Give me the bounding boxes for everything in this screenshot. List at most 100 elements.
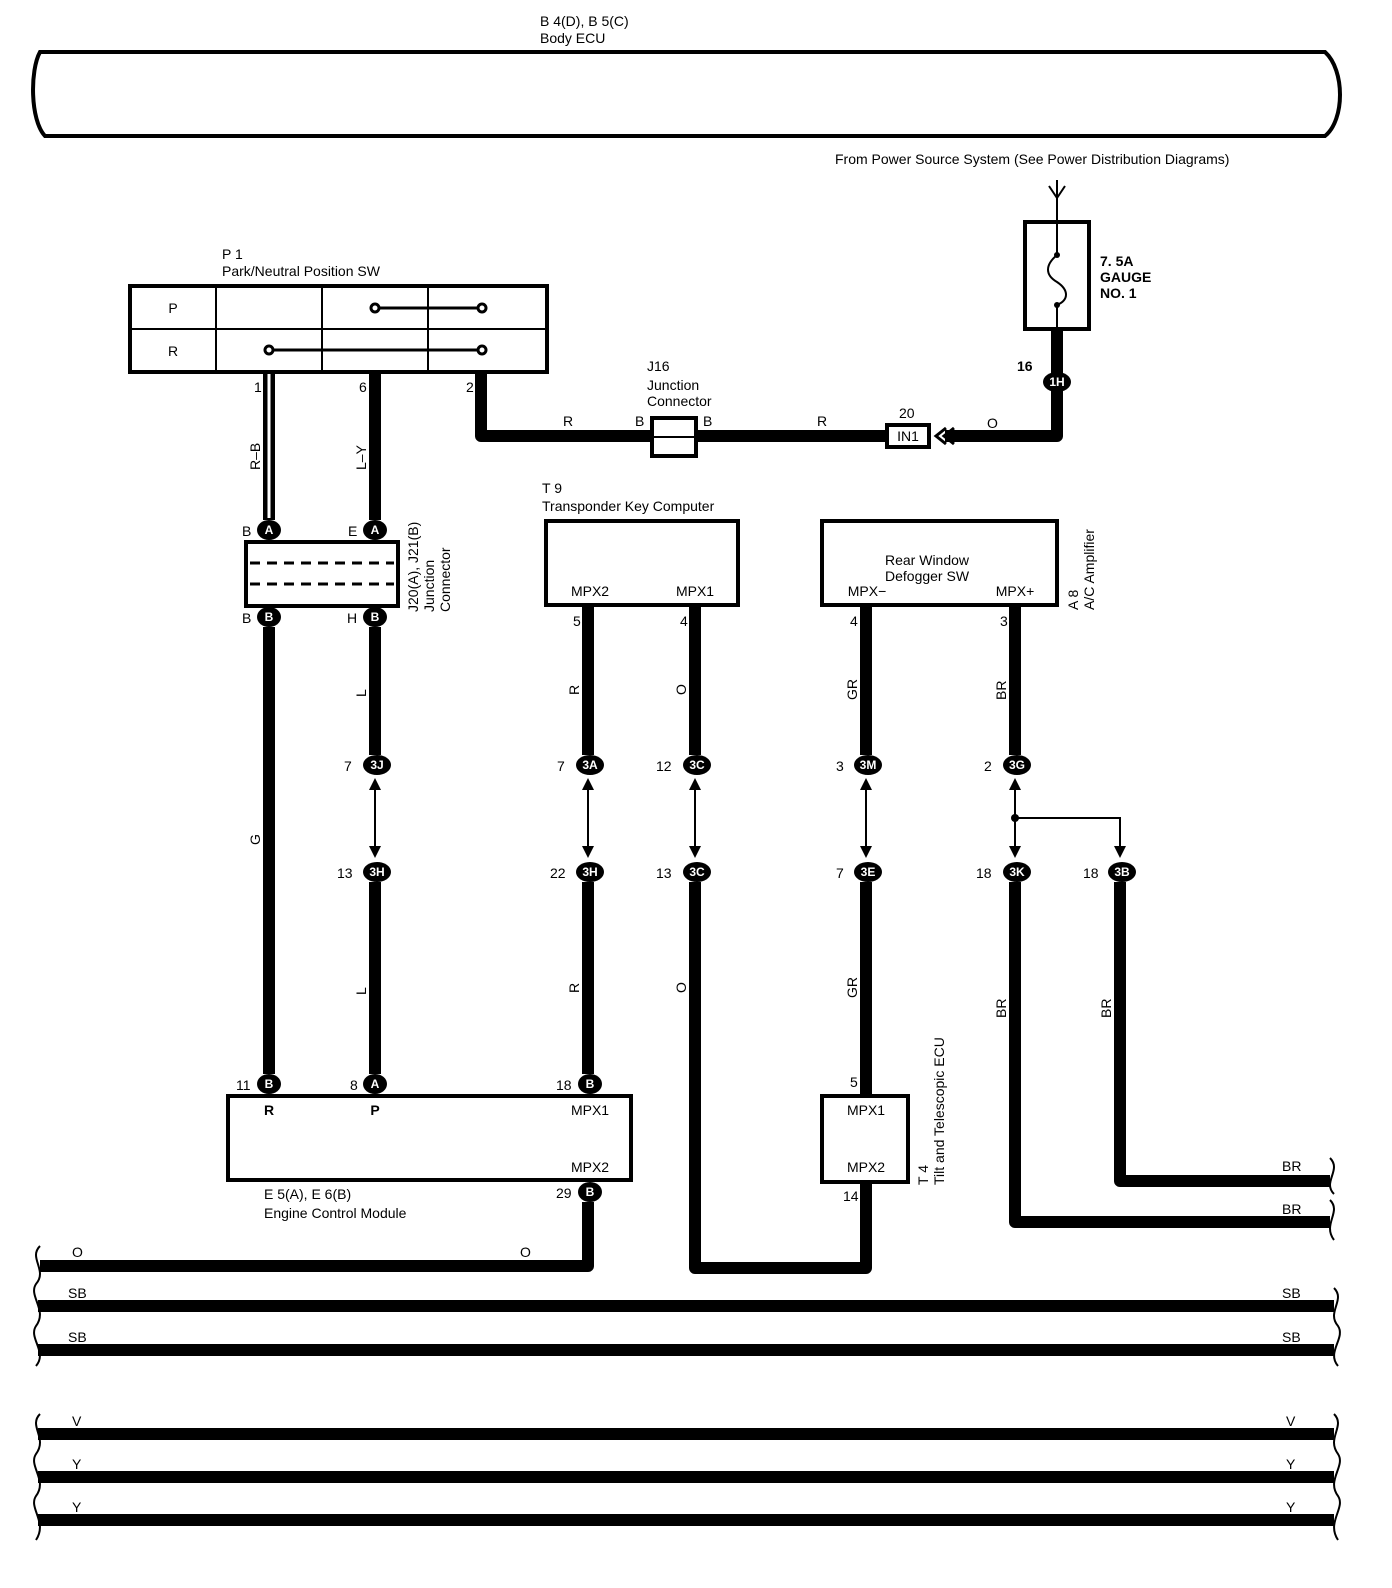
c3e-connector (854, 862, 882, 882)
j20-b-right-pin: H (347, 610, 357, 626)
body-ecu-name: Body ECU (540, 30, 605, 46)
power-source-label: From Power Source System (See Power Dist… (835, 151, 1229, 167)
ecm-box (226, 1094, 633, 1182)
wire-o-ecm-bus (40, 1202, 594, 1272)
c3c-bot-pin: 13 (656, 865, 672, 881)
c3h-r-pin: 22 (550, 865, 566, 881)
ecm-mpx2-connector (578, 1182, 602, 1202)
wire-color-l-lower: L (353, 987, 369, 995)
fuse-name-1: GAUGE (1100, 269, 1151, 285)
j20-connector-box (244, 540, 400, 608)
wire-br-3k (1009, 882, 1330, 1228)
c3k-code: 3K (1009, 865, 1025, 879)
fuse-terminal-top (1054, 252, 1060, 258)
j20-b-left-connector (257, 607, 281, 627)
wire-color-gr-a8: GR (844, 679, 860, 700)
body-ecu-code: B 4(D), B 5(C) (540, 13, 629, 29)
p1-contact-p-b (476, 302, 488, 314)
wire-color-o-lower: O (673, 982, 689, 993)
ecm-mpx1: MPX1 (571, 1102, 609, 1118)
t9-name: Transponder Key Computer (542, 498, 715, 514)
fuse-rating: 7. 5A (1100, 253, 1133, 269)
break-right-lower-icon (1333, 1413, 1341, 1541)
wire-color-r-ecm: R (566, 983, 582, 993)
t4-pin-5: 5 (850, 1074, 858, 1090)
t9-code: T 9 (542, 480, 562, 496)
c3m-pin: 3 (836, 758, 844, 774)
ecm-pin-11: 11 (236, 1077, 251, 1093)
wire-color-br-out-1: BR (1282, 1158, 1301, 1174)
c3b-code: 3B (1114, 865, 1130, 879)
c3h-l-connector (363, 862, 391, 882)
fuse-conn-pin: 16 (1017, 358, 1033, 374)
fuse-name-2: NO. 1 (1100, 285, 1137, 301)
p1-name: Park/Neutral Position SW (222, 263, 381, 279)
j20-a-right-code: A (371, 523, 380, 537)
wire-color-br-a8: BR (993, 681, 1009, 700)
break-right-upper-icon (1333, 1287, 1341, 1367)
c3c-bot-connector (683, 862, 711, 882)
c3a-code: 3A (582, 758, 598, 772)
j20-a-left-code: A (265, 523, 274, 537)
j20-b-left-code: B (265, 610, 274, 624)
ecm-mpx2-code: B (586, 1185, 595, 1199)
c3h-r-code: 3H (582, 865, 597, 879)
j20-b-right-code: B (371, 610, 380, 624)
c3k-connector (1003, 862, 1031, 882)
wire-fuse-to-in1 (945, 329, 1063, 442)
in1-chevron-icon (933, 426, 955, 446)
break-br-2-icon (1329, 1199, 1335, 1241)
a8-mpx-minus: MPX− (848, 583, 887, 599)
a8-pin-4: 4 (850, 613, 858, 629)
p1-row-p: P (168, 300, 177, 316)
ecm-p: P (370, 1102, 379, 1118)
c3a-connector (576, 755, 604, 775)
bus-wires (38, 1300, 1334, 1526)
ecm-p-code: A (371, 1077, 380, 1091)
body-ecu-box (31, 50, 1342, 138)
wire-color-o-bus-left: O (72, 1244, 83, 1260)
wire-color-o-t9: O (673, 684, 689, 695)
p1-pin-1: 1 (254, 379, 262, 395)
t9-mpx2: MPX2 (571, 583, 609, 599)
c3h-l-code: 3H (369, 865, 384, 879)
wire-color-r-b: R (817, 413, 827, 429)
fuse-conn-code: 1H (1049, 375, 1064, 389)
ecm-mpx1-connector (578, 1074, 602, 1094)
j20-a-left-connector (257, 520, 281, 540)
p1-contact-r-b (476, 344, 488, 356)
j16-left-pin: B (635, 413, 644, 429)
wire-color-rb: R–B (247, 443, 263, 470)
bus-sb-2-left: SB (68, 1329, 87, 1345)
c3j-pin: 7 (344, 758, 352, 774)
j20-b-right-connector (363, 607, 387, 627)
wire-color-r-t9: R (566, 685, 582, 695)
c3a-pin: 7 (557, 758, 565, 774)
j20-name-1: Junction (421, 560, 437, 612)
c3g-code: 3G (1009, 758, 1025, 772)
c3e-pin: 7 (836, 865, 844, 881)
t4-box (820, 1094, 910, 1184)
c3c-bot-code: 3C (689, 865, 705, 879)
j16-right-pin: B (703, 413, 712, 429)
bus-y-2-left: Y (72, 1499, 82, 1515)
c3h-r-connector (576, 862, 604, 882)
wire-color-o-top: O (987, 415, 998, 431)
ecm-pin-8: 8 (350, 1077, 358, 1093)
j20-a-left-pin: B (242, 523, 251, 539)
ecm-pin-18: 18 (556, 1077, 572, 1093)
c3c-top-connector (683, 755, 711, 775)
wire-color-br-3b: BR (1098, 999, 1114, 1018)
c3b-connector (1108, 862, 1136, 882)
bus-break-marks (33, 1245, 1341, 1541)
a8-pin-3: 3 (1000, 613, 1008, 629)
t4-mpx2: MPX2 (847, 1159, 885, 1175)
wire-color-g: G (247, 834, 263, 845)
c3m-connector (854, 755, 882, 775)
j20-a-right-connector (363, 520, 387, 540)
ecm-p-connector (363, 1074, 387, 1094)
t4-mpx1: MPX1 (847, 1102, 885, 1118)
link-3g-split-dot (1011, 814, 1019, 822)
break-left-upper-icon (33, 1245, 41, 1367)
